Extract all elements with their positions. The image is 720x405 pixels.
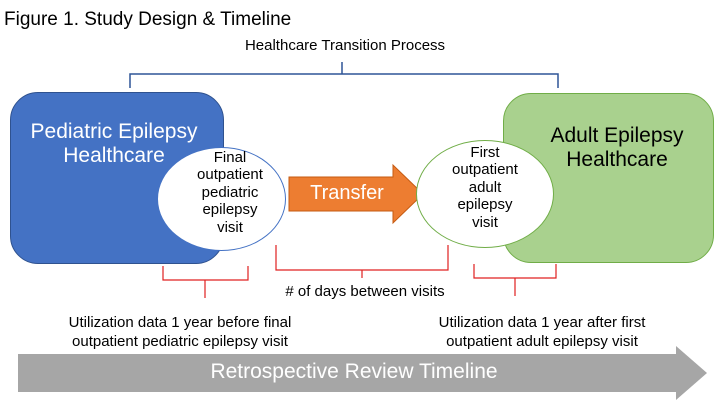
first-visit-label: First outpatient adult epilepsy visit <box>430 144 540 231</box>
utilization-after-line2: outpatient adult epilepsy visit <box>446 333 638 351</box>
final-visit-line: outpatient <box>197 166 263 184</box>
between-bracket <box>275 245 449 278</box>
timeline-label: Retrospective Review Timeline <box>210 360 498 383</box>
final-visit-line: pediatric <box>201 183 259 201</box>
days-between-visits-label: # of days between visits <box>285 283 445 300</box>
adult-healthcare-label: Adult Epilepsy Healthcare <box>524 124 710 171</box>
first-visit-ellipse <box>416 140 554 248</box>
transfer-label: Transfer <box>310 182 384 204</box>
transfer-arrow <box>288 163 424 225</box>
utilization-after-line1: Utilization data 1 year after first <box>438 314 646 331</box>
final-visit-line: Final <box>213 149 247 166</box>
adult-label-line1: Adult Epilepsy <box>550 124 684 147</box>
utilization-before-label: Utilization data 1 year before final out… <box>30 313 330 351</box>
pediatric-label-line2: Healthcare <box>63 143 165 167</box>
final-visit-line: visit <box>217 218 243 236</box>
utilization-before-line1: Utilization data 1 year before final <box>68 314 292 331</box>
after-bracket <box>473 264 557 296</box>
pediatric-label-line1: Pediatric Epilepsy <box>30 120 198 143</box>
final-visit-line: epilepsy <box>202 201 258 219</box>
first-visit-line: visit <box>472 213 498 231</box>
first-visit-line: outpatient <box>452 161 518 179</box>
pediatric-healthcare-label: Pediatric Epilepsy Healthcare <box>14 120 214 167</box>
first-visit-line: First <box>470 144 500 161</box>
timeline-arrow <box>18 346 707 400</box>
final-visit-label: Final outpatient pediatric epilepsy visi… <box>180 149 280 236</box>
first-visit-line: adult <box>468 178 502 196</box>
final-visit-ellipse <box>157 147 286 251</box>
utilization-before-line2: outpatient pediatric epilepsy visit <box>72 333 288 351</box>
adult-label-line2: Healthcare <box>566 147 668 171</box>
process-bracket <box>129 62 559 88</box>
first-visit-line: epilepsy <box>457 196 513 214</box>
figure-title: Figure 1. Study Design & Timeline <box>4 9 292 30</box>
utilization-after-label: Utilization data 1 year after first outp… <box>392 313 692 351</box>
process-label: Healthcare Transition Process <box>244 37 446 54</box>
before-bracket <box>162 266 249 298</box>
